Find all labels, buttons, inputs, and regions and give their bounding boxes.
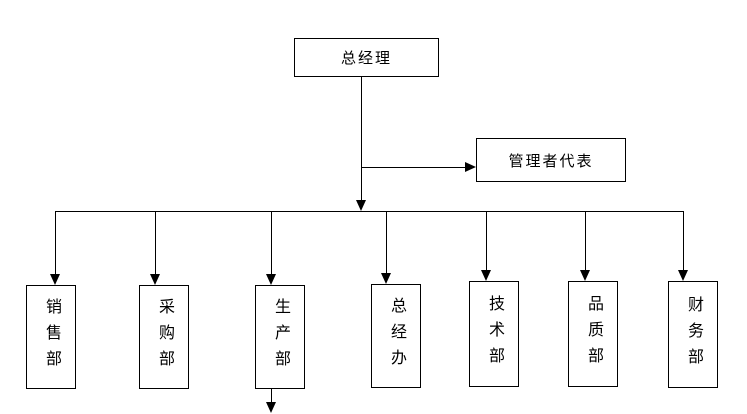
connector-drop-gm-office: [386, 212, 387, 273]
node-sales-dept: 销售部: [26, 285, 76, 389]
connector-drop-finance: [683, 212, 684, 270]
node-technical-dept: 技术部: [469, 281, 519, 387]
node-management-representative-label: 管理者代表: [508, 153, 594, 170]
node-technical-dept-label: 技术部: [486, 295, 503, 373]
node-finance-dept-label: 财务部: [685, 295, 702, 374]
connector-drop-quality: [585, 212, 586, 270]
arrowhead-drop-purchasing: [150, 274, 160, 285]
arrowhead-drop-gm-office: [381, 273, 391, 284]
node-quality-dept-label: 品质部: [585, 295, 602, 373]
arrowhead-drop-finance: [678, 270, 688, 281]
node-sales-dept-label: 销售部: [43, 298, 60, 376]
arrowhead-drop-production: [266, 274, 276, 285]
node-gm-office-label: 总经办: [388, 297, 405, 375]
connector-root-stem: [361, 77, 362, 201]
node-purchasing-dept-label: 采购部: [156, 298, 173, 376]
arrowhead-drop-technical: [481, 270, 491, 281]
node-finance-dept: 财务部: [668, 281, 718, 388]
connector-drop-purchasing: [155, 212, 156, 274]
arrowhead-production-tail: [266, 402, 276, 413]
node-management-representative: 管理者代表: [476, 138, 626, 182]
connector-drop-production: [271, 212, 272, 274]
node-general-manager-label: 总经理: [340, 51, 392, 67]
arrowhead-management-representative: [465, 162, 476, 172]
connector-drop-technical: [486, 212, 487, 270]
connector-main-horizontal: [55, 211, 684, 212]
arrowhead-drop-sales: [50, 274, 60, 285]
node-quality-dept: 品质部: [568, 281, 618, 387]
arrowhead-root-stem: [356, 200, 366, 211]
node-gm-office: 总经办: [371, 284, 421, 388]
node-production-dept-label: 生产部: [272, 298, 289, 376]
node-purchasing-dept: 采购部: [139, 285, 189, 389]
node-general-manager: 总经理: [294, 38, 439, 77]
connector-drop-sales: [55, 212, 56, 274]
connector-management-representative: [362, 167, 465, 168]
node-production-dept: 生产部: [255, 285, 305, 389]
connector-production-tail: [271, 389, 272, 402]
arrowhead-drop-quality: [580, 270, 590, 281]
